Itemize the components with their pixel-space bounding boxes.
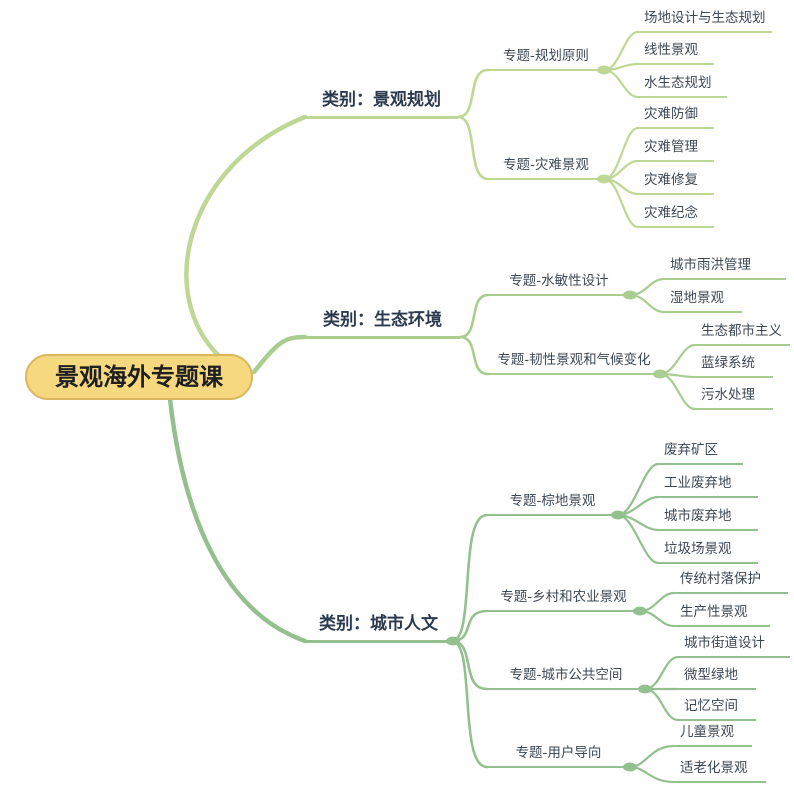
topic-node[interactable]: 专题-棕地景观: [487, 492, 618, 516]
topic-node[interactable]: 专题-灾难景观: [488, 156, 604, 180]
junction-blob: [653, 369, 667, 379]
topic-node[interactable]: 专题-城市公共空间: [487, 666, 645, 690]
leaf-node[interactable]: 垃圾场景观: [658, 541, 758, 564]
leaf-node[interactable]: 线性景观: [638, 42, 714, 65]
category-node-urban[interactable]: 类别：城市人文: [305, 613, 452, 643]
leaf-connector: [628, 744, 676, 769]
leaf-node[interactable]: 工业废弃地: [658, 475, 758, 498]
leaf-node[interactable]: 蓝绿系统: [695, 355, 773, 378]
topic-connector: [450, 513, 489, 643]
topic-node[interactable]: 专题-韧性景观和气候变化: [488, 351, 660, 375]
leaf-node[interactable]: 水生态规划: [638, 75, 727, 98]
topic-node[interactable]: 专题-水敏性设计: [488, 272, 630, 296]
junction-blob: [638, 684, 652, 694]
topic-connector: [458, 293, 490, 339]
root-node[interactable]: 景观海外专题课: [25, 354, 253, 400]
category-node-ecology[interactable]: 类别：生态环境: [305, 309, 460, 339]
junction-blob: [597, 65, 611, 75]
leaf-node[interactable]: 生产性景观: [674, 604, 770, 627]
topic-node[interactable]: 专题-乡村和农业景观: [487, 588, 640, 612]
leaf-node[interactable]: 适老化景观: [674, 760, 766, 783]
category-node-planning[interactable]: 类别：景观规划: [305, 89, 458, 119]
leaf-node[interactable]: 记忆空间: [678, 698, 756, 721]
leaf-node[interactable]: 场地设计与生态规划: [638, 10, 772, 33]
leaf-connector: [628, 765, 676, 784]
junction-blob: [611, 510, 625, 520]
junction-blob: [623, 290, 637, 300]
junction-blob: [597, 174, 611, 184]
topic-node[interactable]: 专题-用户导向: [487, 744, 630, 768]
topic-connector: [458, 335, 490, 376]
leaf-connector: [643, 687, 680, 722]
branch-curve-planning: [184, 114, 308, 360]
leaf-node[interactable]: 城市街道设计: [678, 635, 790, 658]
leaf-connector: [643, 655, 680, 691]
leaf-node[interactable]: 儿童景观: [674, 724, 752, 747]
leaf-node[interactable]: 湿地景观: [664, 290, 742, 313]
topic-connector: [450, 639, 489, 769]
leaf-node[interactable]: 生态都市主义: [695, 323, 790, 346]
leaf-connector: [658, 343, 697, 376]
leaf-node[interactable]: 灾难管理: [638, 139, 714, 162]
branch-curve-urban: [167, 396, 308, 644]
leaf-node[interactable]: 城市废弃地: [658, 508, 758, 531]
leaf-connector: [658, 372, 697, 411]
topic-connector: [456, 115, 490, 181]
leaf-node[interactable]: 废弃矿区: [658, 442, 743, 465]
leaf-node[interactable]: 灾难防御: [638, 106, 714, 129]
leaf-node[interactable]: 城市雨洪管理: [664, 257, 786, 280]
junction-blob: [623, 762, 637, 772]
leaf-node[interactable]: 传统村落保护: [674, 571, 788, 594]
branch-curve-ecology: [251, 334, 308, 375]
leaf-node[interactable]: 污水处理: [695, 387, 773, 410]
leaf-node[interactable]: 灾难修复: [638, 172, 714, 195]
topic-node[interactable]: 专题-规划原则: [488, 47, 604, 71]
leaf-connector: [602, 68, 640, 99]
junction-blob: [633, 606, 647, 616]
leaf-node[interactable]: 微型绿地: [678, 667, 756, 690]
junction-blob: [446, 636, 460, 646]
topic-connector: [450, 639, 489, 691]
leaf-node[interactable]: 灾难纪念: [638, 205, 714, 228]
topic-connector: [456, 68, 490, 119]
